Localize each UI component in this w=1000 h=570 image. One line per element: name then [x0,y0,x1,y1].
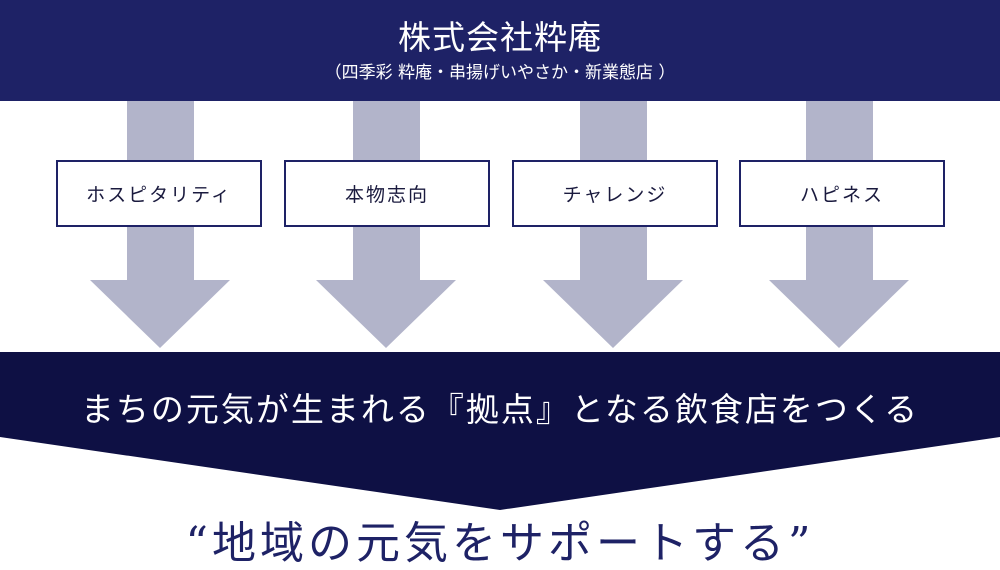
value-box-hospitality: ホスピタリティ [56,160,262,227]
value-box-happiness: ハピネス [739,160,945,227]
vision-statement: “地域の元気をサポートする” [185,518,815,569]
value-label: チャレンジ [562,184,668,206]
value-box-authenticity: 本物志向 [284,160,490,227]
value-box-challenge: チャレンジ [512,160,718,227]
value-label: ハピネス [799,184,884,206]
company-brands: （四季彩 粋庵・串揚げいやさか・新業態店 ） [324,63,676,83]
company-name: 株式会社粋庵 [398,18,602,57]
mission-statement: まちの元気が生まれる『拠点』となる飲食店をつくる [80,390,920,429]
company-header: 株式会社粋庵 （四季彩 粋庵・串揚げいやさか・新業態店 ） [0,0,1000,101]
value-label: 本物志向 [344,184,429,206]
value-label: ホスピタリティ [86,184,232,206]
mission-band-shape [0,352,1000,510]
